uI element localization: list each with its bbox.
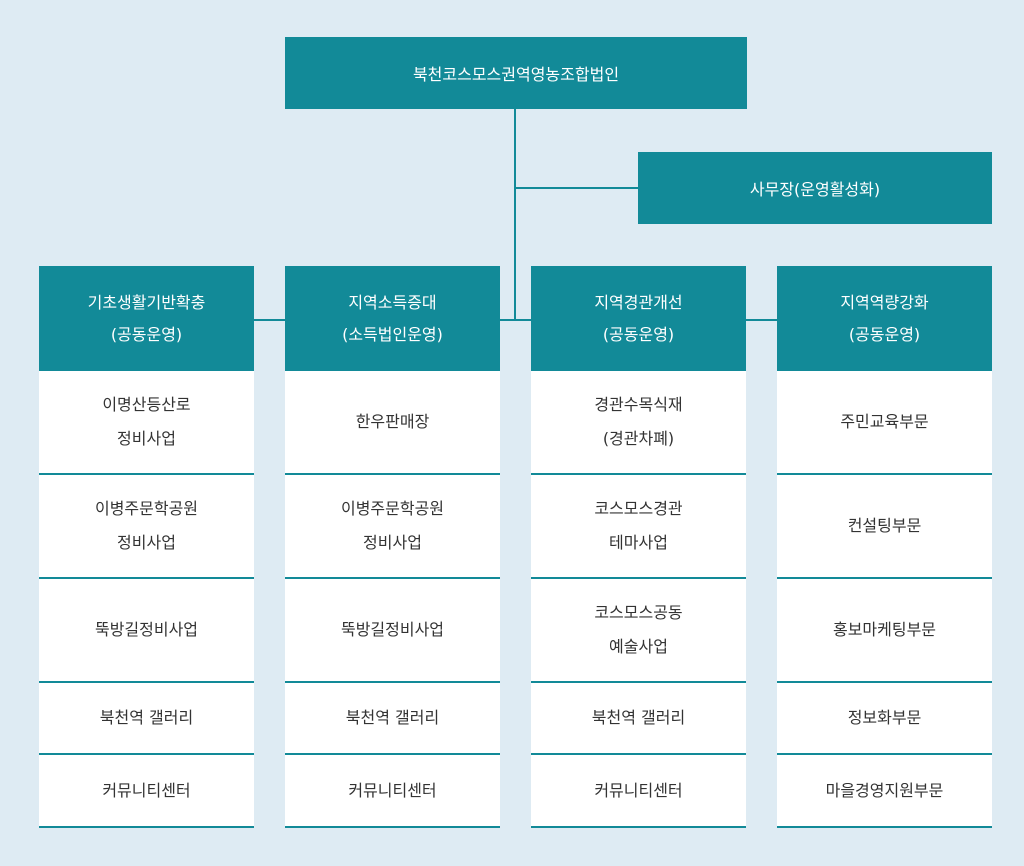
column-header-line: (공동운영) — [848, 324, 921, 344]
cell-landscape-4: 북천역 갤러리 — [531, 683, 746, 755]
cell-text-line: 예술사업 — [609, 637, 668, 656]
column-header-line: 지역경관개선 — [594, 292, 683, 312]
column-header-basic-living: 기초생활기반확충 (공동운영) — [39, 266, 254, 371]
connector-office-branch — [514, 187, 640, 189]
cell-text-line: 주민교육부문 — [840, 412, 929, 431]
cell-basic-living-3: 뚝방길정비사업 — [39, 579, 254, 683]
cell-text-line: 코스모스공동 — [594, 603, 683, 622]
office-label: 사무장(운영활성화) — [749, 180, 881, 199]
cell-text-line: 이병주문학공원 — [94, 499, 199, 518]
org-top-label: 북천코스모스권역영농조합법인 — [412, 65, 620, 84]
cell-text-line: (경관차폐) — [602, 429, 675, 448]
cell-capacity-5: 마을경영지원부문 — [777, 755, 992, 828]
cell-text-line: 커뮤니티센터 — [102, 780, 191, 800]
cell-text-line: 컨설팅부문 — [847, 516, 922, 535]
cell-capacity-3: 홍보마케팅부문 — [777, 579, 992, 683]
column-header-line: 지역역량강화 — [840, 292, 929, 312]
column-header-line: (소득법인운영) — [342, 324, 443, 344]
connector-columns-horizontal — [252, 319, 778, 321]
cell-text-line: 홍보마케팅부문 — [832, 620, 937, 639]
column-header-line: 기초생활기반확충 — [87, 292, 206, 312]
cell-landscape-1: 경관수목식재 (경관차폐) — [531, 371, 746, 475]
connector-top-vertical — [514, 108, 516, 320]
cell-text-line: 북천역 갤러리 — [345, 708, 440, 727]
cell-text-line: 코스모스경관 — [594, 499, 683, 518]
column-header-line: (공동운영) — [602, 324, 675, 344]
cell-text-line: 커뮤니티센터 — [594, 780, 683, 800]
cell-text-line: 북천역 갤러리 — [99, 708, 194, 727]
cell-text-line: 경관수목식재 — [594, 395, 683, 414]
cell-income-3: 뚝방길정비사업 — [285, 579, 500, 683]
cell-text-line: 이병주문학공원 — [340, 499, 445, 518]
cell-text-line: 한우판매장 — [355, 412, 430, 431]
org-top-node: 북천코스모스권역영농조합법인 — [285, 37, 747, 109]
column-header-landscape: 지역경관개선 (공동운영) — [531, 266, 746, 371]
column-header-line: 지역소득증대 — [348, 292, 437, 312]
cell-text-line: 이명산등산로 — [102, 395, 191, 414]
cell-landscape-5: 커뮤니티센터 — [531, 755, 746, 828]
cell-text-line: 정비사업 — [117, 429, 176, 448]
cell-text-line: 정보화부문 — [847, 708, 922, 727]
cell-basic-living-4: 북천역 갤러리 — [39, 683, 254, 755]
cell-income-1: 한우판매장 — [285, 371, 500, 475]
cell-capacity-4: 정보화부문 — [777, 683, 992, 755]
cell-income-4: 북천역 갤러리 — [285, 683, 500, 755]
cell-text-line: 정비사업 — [117, 533, 176, 552]
office-node: 사무장(운영활성화) — [638, 152, 992, 224]
cell-basic-living-5: 커뮤니티센터 — [39, 755, 254, 828]
column-header-capacity: 지역역량강화 (공동운영) — [777, 266, 992, 371]
column-header-line: (공동운영) — [110, 324, 183, 344]
cell-text-line: 뚝방길정비사업 — [340, 620, 445, 639]
cell-text-line: 정비사업 — [363, 533, 422, 552]
cell-text-line: 마을경영지원부문 — [825, 780, 944, 800]
cell-income-5: 커뮤니티센터 — [285, 755, 500, 828]
cell-text-line: 커뮤니티센터 — [348, 780, 437, 800]
cell-text-line: 테마사업 — [609, 533, 668, 552]
cell-capacity-1: 주민교육부문 — [777, 371, 992, 475]
cell-text-line: 북천역 갤러리 — [591, 708, 686, 727]
cell-capacity-2: 컨설팅부문 — [777, 475, 992, 579]
cell-text-line: 뚝방길정비사업 — [94, 620, 199, 639]
column-header-income: 지역소득증대 (소득법인운영) — [285, 266, 500, 371]
